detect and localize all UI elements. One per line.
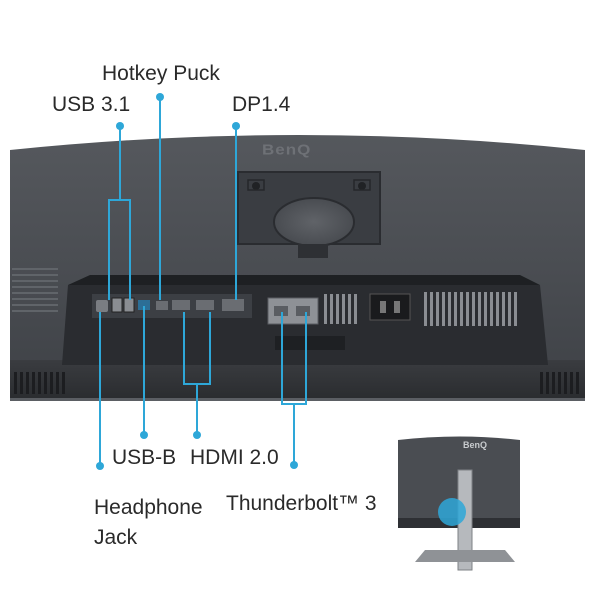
label-usbb: USB-B <box>112 446 177 469</box>
label-hdmi20: HDMI 2.0 <box>190 446 279 469</box>
port-highlight <box>438 498 466 526</box>
label-thunderbolt: Thunderbolt™ 3 <box>226 492 377 515</box>
label-usb31: USB 3.1 <box>52 93 131 116</box>
bottom-strip <box>10 360 585 400</box>
grille-left <box>324 294 357 324</box>
brand-logo: BenQ <box>262 141 312 158</box>
label-dp14: DP1.4 <box>232 93 291 116</box>
inset-brand-logo: BenQ <box>463 440 488 450</box>
inset-monitor <box>398 436 520 571</box>
power-socket <box>369 293 411 321</box>
side-vents <box>12 268 58 312</box>
stand-mount-hole <box>273 197 355 247</box>
label-headphone-line1: Headphone <box>94 496 203 519</box>
label-headphone-line2: Jack <box>94 526 138 549</box>
callout-lines <box>99 97 307 466</box>
grille-right <box>424 292 517 326</box>
callout-dots <box>96 93 298 470</box>
label-hotkey-puck: Hotkey Puck <box>102 62 220 85</box>
bottom-vents <box>14 372 579 394</box>
